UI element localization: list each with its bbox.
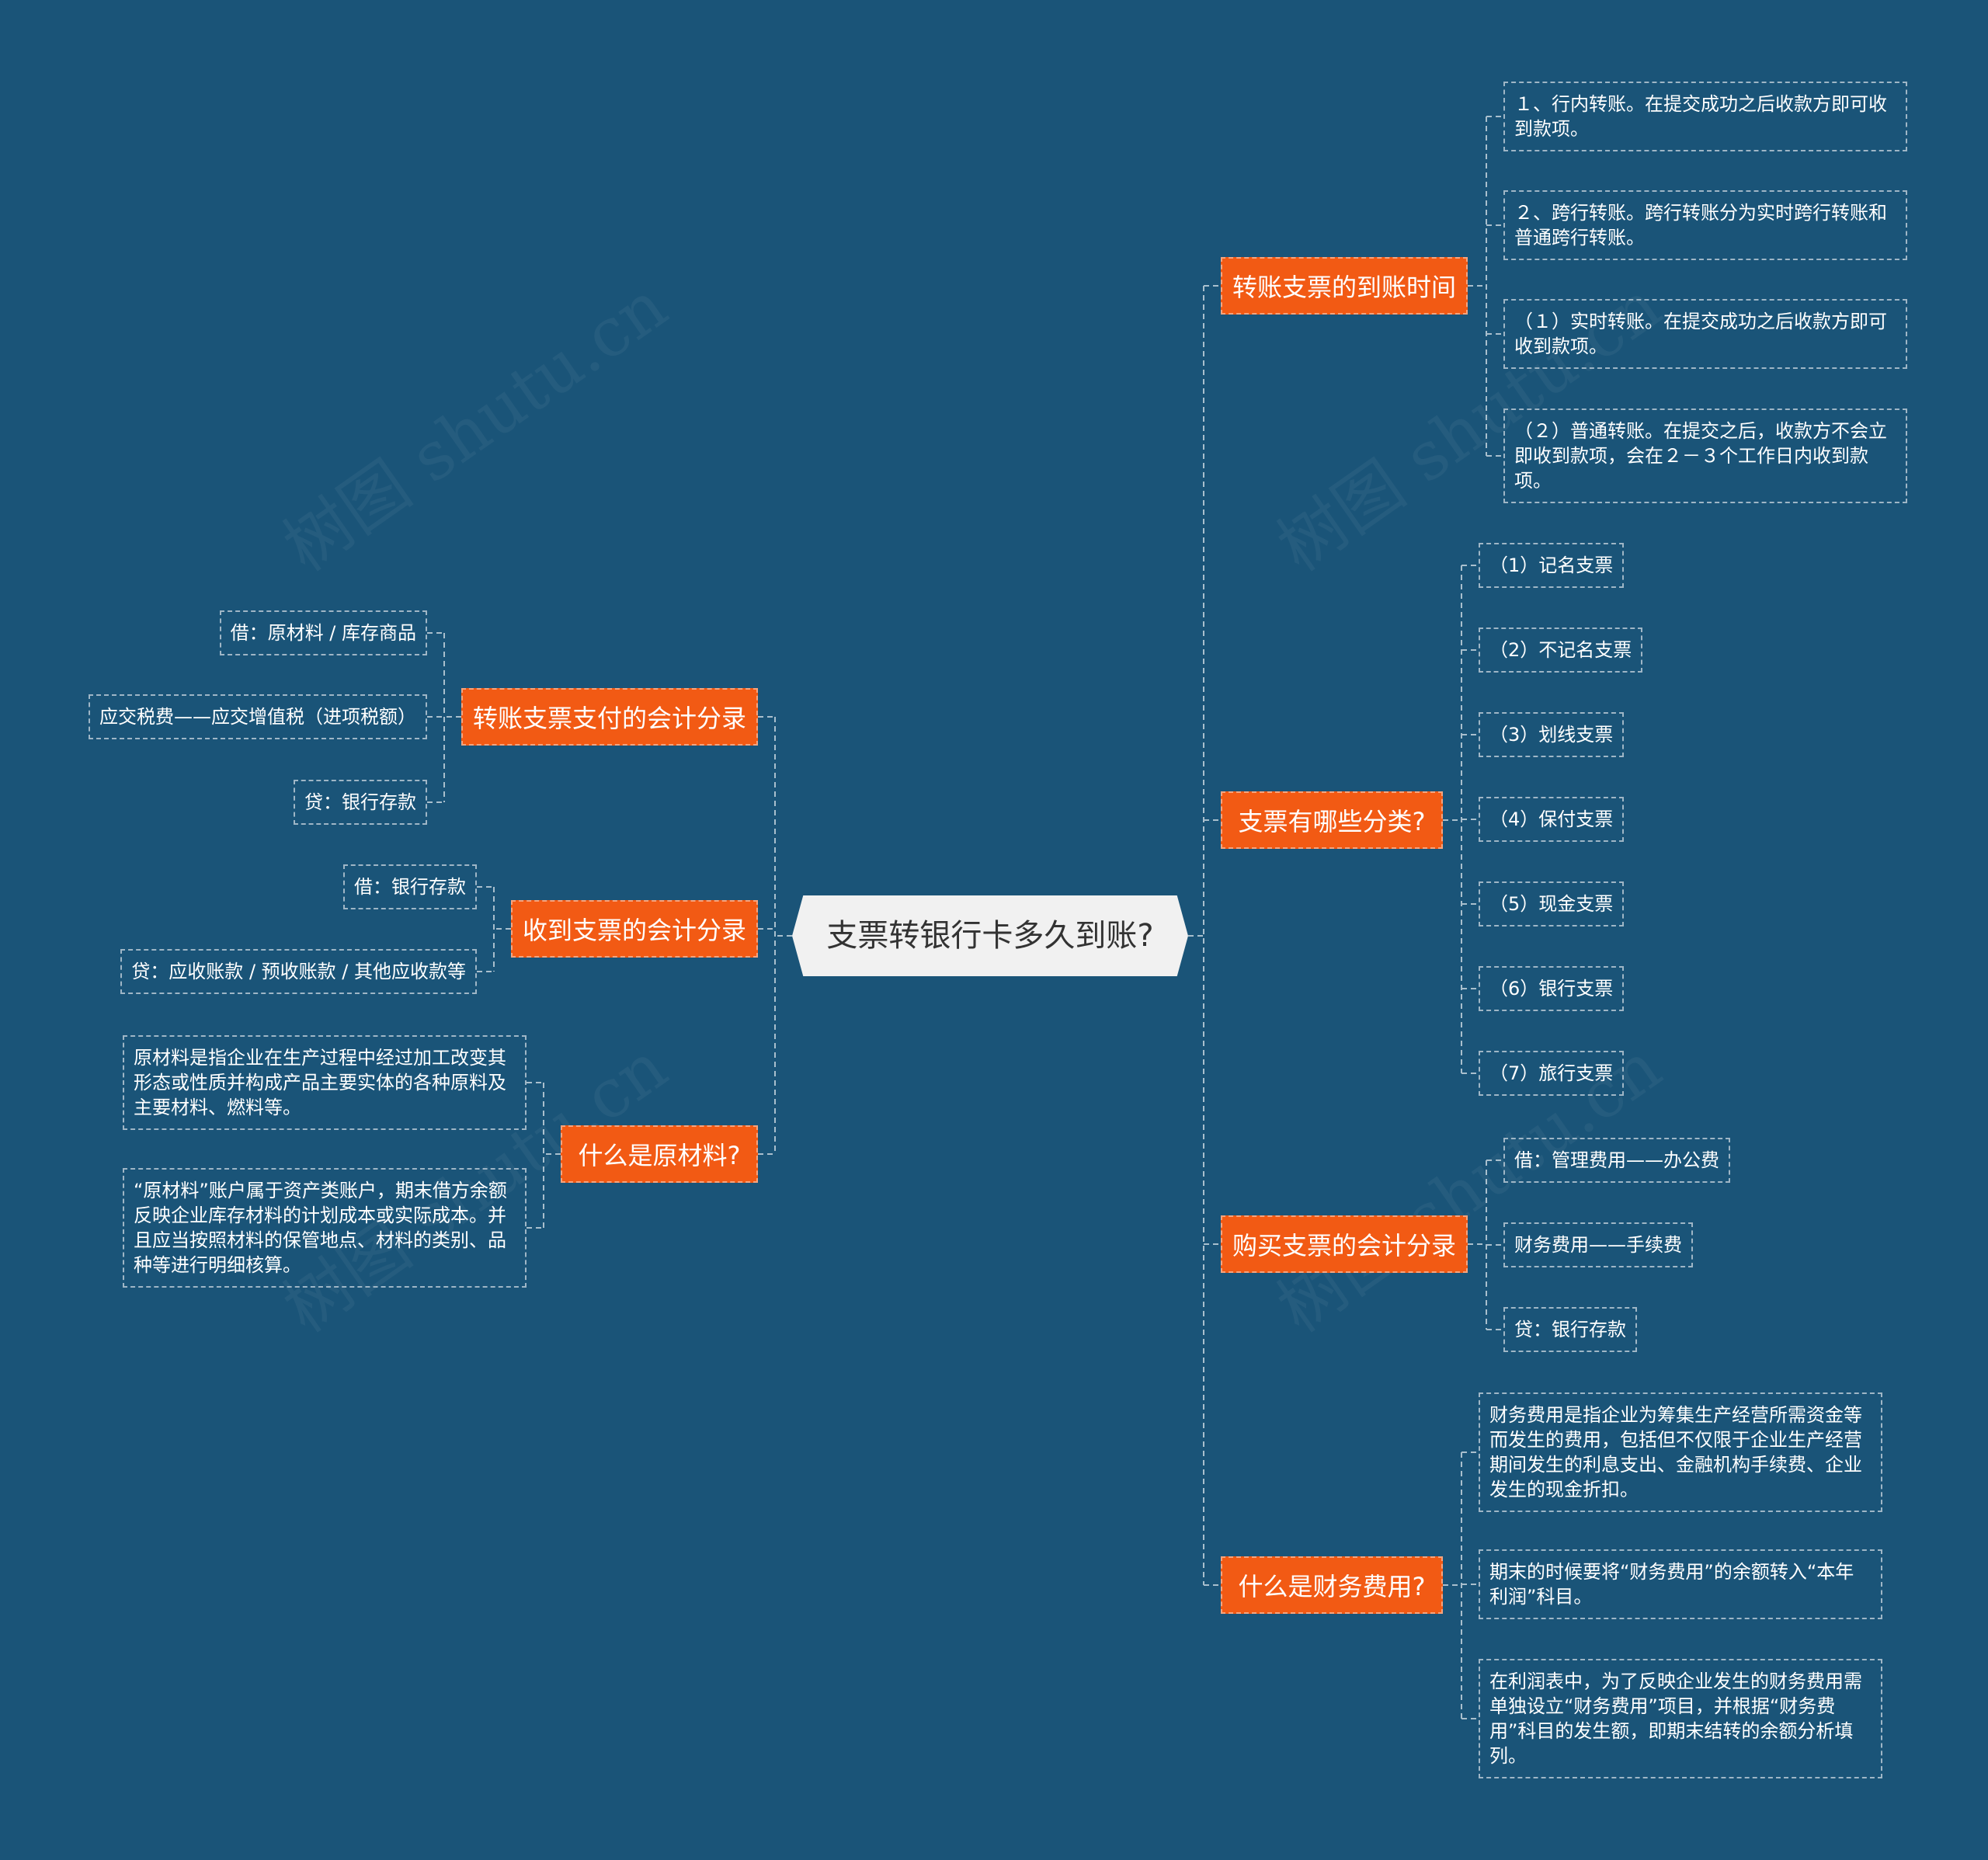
leaf-purchase-credit-bank[interactable]: 贷：银行存款 xyxy=(1503,1307,1637,1352)
branch-transfer-arrival-time[interactable]: 转账支票的到账时间 xyxy=(1221,257,1468,315)
leaf-debit-raw-materials[interactable]: 借：原材料 / 库存商品 xyxy=(219,610,427,655)
leaf-tax-payable-vat[interactable]: 应交税费——应交增值税（进项税额） xyxy=(89,694,427,739)
leaf-purchase-debit-finance[interactable]: 财务费用——手续费 xyxy=(1503,1222,1693,1267)
branch-receive-check-entry[interactable]: 收到支票的会计分录 xyxy=(511,900,758,958)
root-topic[interactable]: 支票转银行卡多久到账? xyxy=(792,895,1188,976)
leaf-financial-expense-closing[interactable]: 期末的时候要将“财务费用”的余额转入“本年利润”科目。 xyxy=(1479,1549,1882,1619)
branch-purchase-entry[interactable]: 购买支票的会计分录 xyxy=(1221,1215,1468,1273)
leaf-debit-bank-deposit[interactable]: 借：银行存款 xyxy=(343,864,477,909)
leaf-credit-receivables[interactable]: 贷：应收账款 / 预收账款 / 其他应收款等 xyxy=(120,949,477,994)
leaf-credit-bank-deposit[interactable]: 贷：银行存款 xyxy=(294,780,427,825)
leaf-check-type[interactable]: （3）划线支票 xyxy=(1479,712,1625,757)
branch-raw-materials[interactable]: 什么是原材料? xyxy=(561,1125,758,1183)
leaf-check-type[interactable]: （6）银行支票 xyxy=(1479,966,1625,1011)
branch-financial-expense[interactable]: 什么是财务费用? xyxy=(1221,1556,1443,1614)
leaf-raw-materials-account[interactable]: “原材料”账户属于资产类账户，期末借方余额反映企业库存材料的计划成本或实际成本。… xyxy=(123,1168,527,1288)
leaf-normal-transfer[interactable]: （２）普通转账。在提交之后，收款方不会立即收到款项，会在２－３个工作日内收到款项… xyxy=(1503,409,1907,503)
leaf-inter-bank-transfer[interactable]: ２、跨行转账。跨行转账分为实时跨行转账和普通跨行转账。 xyxy=(1503,190,1907,260)
leaf-check-type[interactable]: （5）现金支票 xyxy=(1479,881,1625,927)
leaf-raw-materials-definition[interactable]: 原材料是指企业在生产过程中经过加工改变其形态或性质并构成产品主要实体的各种原料及… xyxy=(123,1035,527,1130)
leaf-realtime-transfer[interactable]: （１）实时转账。在提交成功之后收款方即可收到款项。 xyxy=(1503,299,1907,369)
branch-check-types[interactable]: 支票有哪些分类? xyxy=(1221,791,1443,849)
leaf-intra-bank-transfer[interactable]: １、行内转账。在提交成功之后收款方即可收到款项。 xyxy=(1503,82,1907,151)
leaf-check-type[interactable]: （1）记名支票 xyxy=(1479,543,1625,588)
leaf-financial-expense-income-statement[interactable]: 在利润表中，为了反映企业发生的财务费用需单独设立“财务费用”项目，并根据“财务费… xyxy=(1479,1659,1882,1778)
leaf-check-type[interactable]: （2）不记名支票 xyxy=(1479,628,1643,673)
leaf-purchase-debit-admin[interactable]: 借：管理费用——办公费 xyxy=(1503,1138,1730,1183)
leaf-check-type[interactable]: （7）旅行支票 xyxy=(1479,1051,1625,1096)
leaf-financial-expense-definition[interactable]: 财务费用是指企业为筹集生产经营所需资金等而发生的费用，包括但不仅限于企业生产经营… xyxy=(1479,1392,1882,1512)
branch-transfer-payment-entry[interactable]: 转账支票支付的会计分录 xyxy=(461,688,758,746)
leaf-check-type[interactable]: （4）保付支票 xyxy=(1479,797,1625,842)
